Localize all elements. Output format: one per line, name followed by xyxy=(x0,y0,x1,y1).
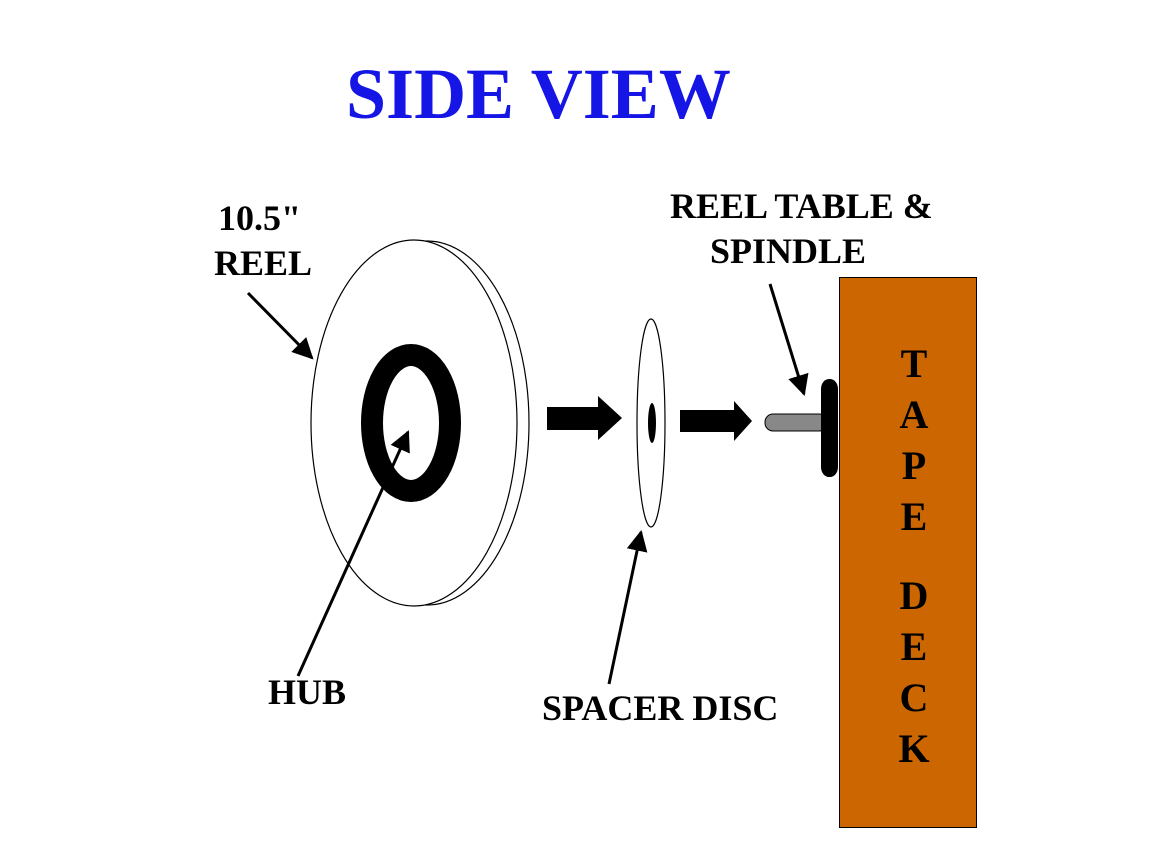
hub-icon xyxy=(361,344,461,502)
page-title: SIDE VIEW xyxy=(346,54,731,134)
hub-pointer xyxy=(296,430,410,677)
reel-table-text: REEL TABLE & xyxy=(670,186,933,226)
reel-table-label: REEL TABLE & SPINDLE xyxy=(670,184,933,274)
deck-word-tape: T A P E xyxy=(899,341,929,539)
tape-deck xyxy=(839,277,977,828)
spindle-text: SPINDLE xyxy=(710,231,867,271)
reel-pointer xyxy=(246,291,314,360)
reel-table-icon xyxy=(821,379,838,477)
spacer-disc-label: SPACER DISC xyxy=(542,688,779,728)
reel-size-text: 10.5" xyxy=(218,198,301,238)
arrow-icon xyxy=(547,396,622,440)
spindle-pointer xyxy=(768,283,809,397)
reel-text: REEL xyxy=(214,243,313,283)
arrow-icon xyxy=(680,401,752,441)
reel-label: 10.5" REEL xyxy=(214,196,312,286)
spindle-icon xyxy=(764,413,828,432)
hub-label: HUB xyxy=(268,672,347,712)
reel-icon xyxy=(310,239,530,607)
deck-word-deck: D E C K xyxy=(898,573,930,771)
spacer-disc-icon xyxy=(636,318,666,528)
spacer-pointer xyxy=(607,529,648,685)
